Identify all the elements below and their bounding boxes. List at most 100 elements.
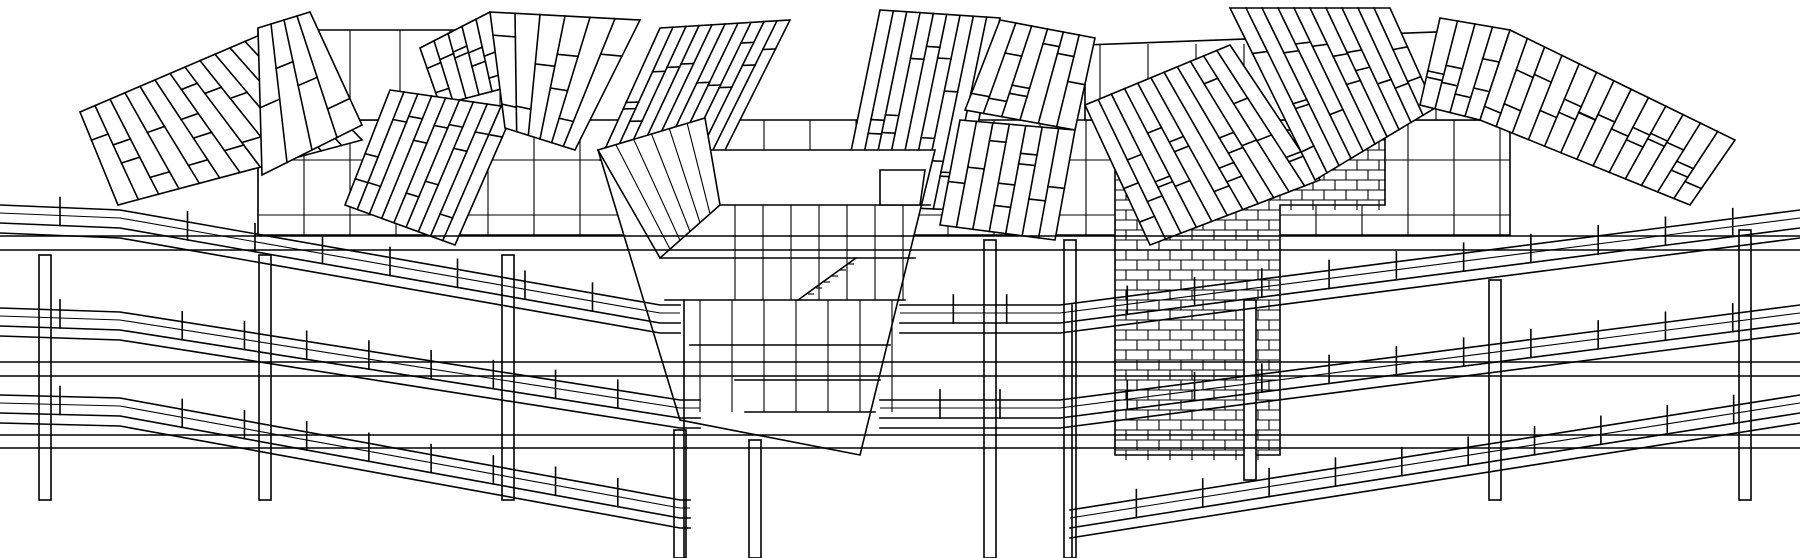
ramp-upper-left bbox=[0, 196, 681, 334]
cladding-joint bbox=[448, 123, 464, 129]
cladding-joint bbox=[741, 64, 756, 67]
ramps bbox=[0, 196, 1800, 558]
cladding-joint bbox=[467, 46, 484, 54]
column bbox=[1243, 299, 1257, 481]
cladding-joint bbox=[1649, 132, 1669, 143]
central-atrium bbox=[596, 116, 937, 456]
cladding-strip bbox=[562, 17, 617, 148]
ramp-middle-right bbox=[879, 302, 1800, 429]
columns bbox=[0, 229, 1800, 558]
clad-box-center-lower bbox=[939, 119, 1076, 241]
ramp-deck bbox=[0, 412, 691, 519]
cladding-joint bbox=[1392, 45, 1409, 51]
cladding-joint bbox=[1240, 138, 1258, 147]
cladding-joint bbox=[1146, 194, 1164, 203]
cladding-joint bbox=[993, 204, 1012, 209]
column bbox=[38, 254, 52, 501]
clad-box-outline bbox=[1479, 28, 1737, 206]
cladding-joint bbox=[651, 70, 667, 73]
ramp-deck bbox=[0, 232, 681, 334]
cladding-joint bbox=[1294, 41, 1312, 45]
clad-box-small bbox=[419, 10, 506, 106]
cladding-joint bbox=[453, 51, 470, 60]
cladding-strip bbox=[447, 32, 467, 100]
cladding-joint bbox=[1168, 135, 1185, 144]
cladding-strip bbox=[1162, 71, 1244, 211]
cladding-strip bbox=[1260, 6, 1341, 167]
cladding-joint bbox=[761, 48, 777, 51]
cladding-joint bbox=[1481, 57, 1501, 63]
cladding-joint bbox=[1670, 168, 1689, 179]
cladding-joint bbox=[966, 166, 986, 170]
cladding-joint bbox=[146, 125, 166, 134]
cladding-strip bbox=[270, 23, 288, 164]
cladding-strip bbox=[1511, 45, 1546, 135]
cladding-joint bbox=[1285, 150, 1303, 159]
cladding-joint bbox=[407, 115, 424, 120]
ramp-deck bbox=[879, 322, 1800, 419]
cladding-strip bbox=[1640, 113, 1685, 187]
cladding-strip bbox=[1021, 126, 1044, 237]
column bbox=[258, 254, 272, 501]
column bbox=[673, 429, 687, 558]
cladding-joint bbox=[925, 45, 941, 49]
cladding-joint bbox=[1227, 146, 1245, 155]
column bbox=[501, 254, 515, 501]
cladding-joint bbox=[1066, 80, 1086, 86]
cladding-strip bbox=[1495, 37, 1529, 128]
cladding-strip bbox=[93, 104, 140, 201]
cladding-joint bbox=[326, 97, 351, 111]
cladding-strip bbox=[539, 15, 566, 140]
cladding-strip bbox=[1372, 6, 1425, 117]
cladding-joint bbox=[970, 92, 991, 98]
cladding-joint bbox=[870, 118, 886, 122]
ramp-lower-right bbox=[1069, 394, 1800, 539]
cladding-joint bbox=[1287, 154, 1306, 163]
cladding-joint bbox=[1445, 64, 1464, 70]
cladding-joint bbox=[487, 133, 504, 139]
clad-box-right-small bbox=[1419, 17, 1512, 121]
cladding-strip bbox=[153, 78, 221, 180]
cladding-strip bbox=[432, 39, 455, 103]
cladding-strip bbox=[668, 128, 701, 223]
cladding-joint bbox=[1126, 153, 1143, 162]
cladding-joint bbox=[1346, 49, 1363, 54]
cladding-strip bbox=[550, 16, 591, 144]
cladding-joint bbox=[988, 139, 1007, 144]
cladding-joint bbox=[149, 170, 171, 179]
cladding-strip bbox=[1543, 62, 1581, 148]
handrail bbox=[0, 402, 690, 509]
cladding-joint bbox=[1646, 137, 1666, 148]
cladding-joint bbox=[426, 61, 442, 70]
cladding-joint bbox=[392, 118, 408, 124]
cladding-joint bbox=[259, 98, 281, 109]
cladding-joint bbox=[1345, 79, 1362, 86]
handrail bbox=[1069, 402, 1800, 519]
cladding-joint bbox=[558, 117, 575, 123]
cladding-joint bbox=[275, 60, 295, 70]
clad-box-outline bbox=[939, 119, 1076, 241]
cladding-strip bbox=[1592, 88, 1633, 167]
cladding-joint bbox=[470, 60, 487, 68]
clad-box-left-upper bbox=[257, 11, 364, 177]
clad-box-atrium-roof bbox=[598, 19, 792, 162]
cladding-strip bbox=[108, 98, 160, 196]
cladding-joint bbox=[1394, 82, 1410, 90]
cladding-strip bbox=[475, 18, 493, 93]
cladding-joint bbox=[534, 63, 556, 68]
cladding-joint bbox=[1174, 179, 1191, 188]
ramp-deck bbox=[1069, 422, 1800, 539]
cladding-joint bbox=[1292, 98, 1308, 105]
cladding-joint bbox=[434, 87, 450, 94]
cladding-joint bbox=[1255, 133, 1273, 142]
cladding-joint bbox=[492, 34, 517, 38]
cladding-joint bbox=[909, 57, 925, 61]
cladding-strip bbox=[1004, 124, 1027, 235]
cladding-strip bbox=[514, 12, 518, 133]
cladding-joint bbox=[1328, 108, 1344, 116]
cladding-joint bbox=[1503, 102, 1522, 112]
cladding-joint bbox=[1539, 109, 1558, 119]
cladding-joint bbox=[884, 114, 900, 117]
cladding-joint bbox=[1515, 68, 1535, 79]
cladding-joint bbox=[112, 137, 132, 146]
